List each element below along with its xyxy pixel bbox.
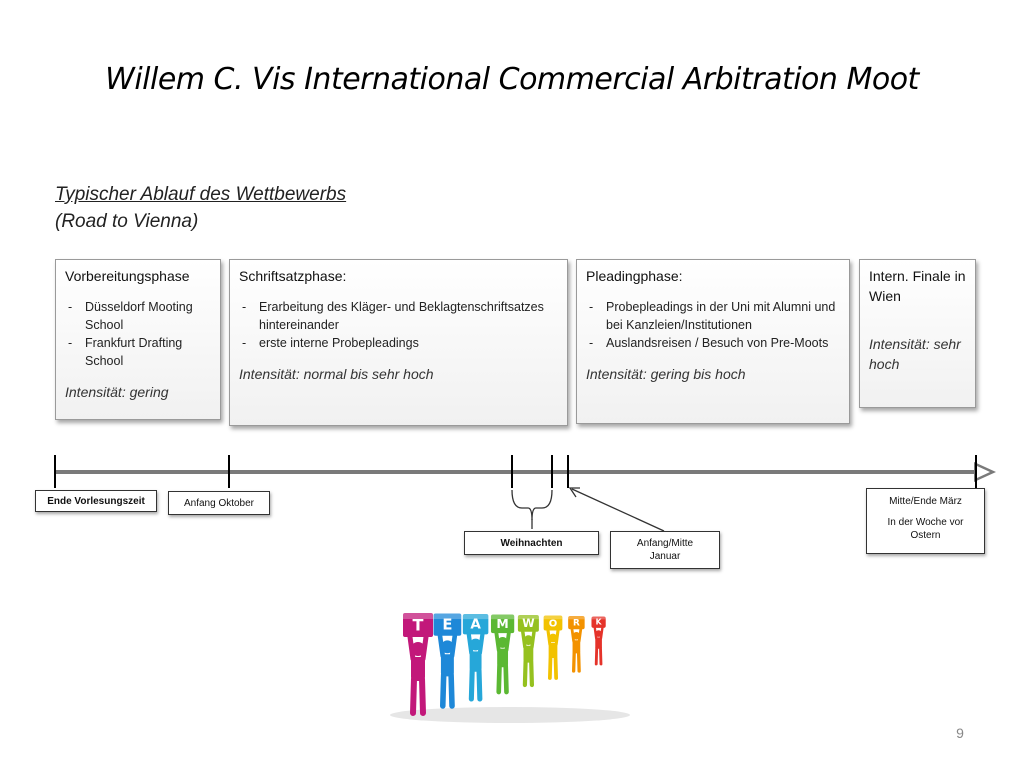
phase-item: erste interne Probepleadings bbox=[239, 334, 558, 352]
label-text: Mitte/Ende März bbox=[889, 496, 962, 507]
timeline-arrow-icon bbox=[974, 462, 996, 482]
timeline-tick bbox=[551, 455, 553, 488]
teamwork-letter: A bbox=[470, 617, 481, 633]
phase-box-schriftsatz: Schriftsatzphase: Erarbeitung des Kläger… bbox=[229, 259, 568, 426]
phase-title: Pleadingphase: bbox=[586, 268, 683, 284]
phase-item: Erarbeitung des Kläger- und Beklagtensch… bbox=[239, 298, 558, 334]
phase-intensity: Intensität: normal bis sehr hoch bbox=[239, 366, 434, 382]
teamwork-letter: M bbox=[496, 616, 508, 631]
phase-item: Probepleadings in der Uni mit Alumni und… bbox=[586, 298, 840, 334]
phase-box-finale: Intern. Finale in Wien Intensität: sehr … bbox=[859, 259, 976, 408]
label-text: Januar bbox=[649, 551, 681, 562]
label-anfang-oktober: Anfang Oktober bbox=[168, 491, 270, 515]
phase-title: Vorbereitungsphase bbox=[65, 268, 190, 284]
label-mitte-ende-maerz: Mitte/Ende März In der Woche vor Ostern bbox=[866, 488, 985, 554]
teamwork-figure: A bbox=[462, 614, 489, 702]
teamwork-letter: W bbox=[522, 617, 534, 630]
phase-intensity: Intensität: gering bbox=[65, 384, 169, 400]
teamwork-letter: R bbox=[573, 619, 580, 629]
teamwork-figure: O bbox=[543, 615, 563, 680]
phase-item-list: Probepleadings in der Uni mit Alumni und… bbox=[586, 298, 840, 352]
label-text: Anfang/Mitte bbox=[636, 538, 694, 549]
teamwork-letter: T bbox=[413, 615, 424, 634]
phase-title: Intern. Finale in Wien bbox=[869, 268, 966, 304]
phase-item-list: Düsseldorf Mooting School Frankfurt Draf… bbox=[65, 298, 211, 370]
label-weihnachten: Weihnachten bbox=[464, 531, 599, 555]
timeline-tick bbox=[54, 455, 56, 488]
teamwork-letter: K bbox=[596, 618, 603, 627]
teamwork-letter: E bbox=[442, 616, 452, 633]
timeline-tick bbox=[567, 455, 569, 488]
phase-box-pleading: Pleadingphase: Probepleadings in der Uni… bbox=[576, 259, 850, 424]
phase-box-vorbereitung: Vorbereitungsphase Düsseldorf Mooting Sc… bbox=[55, 259, 221, 420]
label-text: Anfang Oktober bbox=[183, 497, 255, 509]
teamwork-figure: K bbox=[591, 616, 606, 666]
phase-title: Schriftsatzphase: bbox=[239, 268, 347, 284]
teamwork-figure: E bbox=[433, 613, 462, 709]
teamwork-figure: W bbox=[517, 615, 539, 688]
phase-item: Auslandsreisen / Besuch von Pre-Moots bbox=[586, 334, 840, 352]
page-number: 9 bbox=[956, 725, 964, 741]
subtitle: Typischer Ablauf des Wettbewerbs (Road t… bbox=[55, 181, 346, 235]
label-anfang-mitte-januar: Anfang/Mitte Januar bbox=[610, 531, 720, 569]
phase-intensity: Intensität: sehr hoch bbox=[869, 336, 961, 372]
label-text: Weihnachten bbox=[500, 537, 563, 549]
timeline-line bbox=[55, 470, 975, 474]
slide-title: Willem C. Vis International Commercial A… bbox=[105, 62, 919, 97]
phase-item: Düsseldorf Mooting School bbox=[65, 298, 211, 334]
label-text: In der Woche vor bbox=[887, 517, 964, 528]
teamwork-figure: M bbox=[490, 614, 515, 695]
teamwork-letter: O bbox=[549, 618, 558, 629]
timeline-tick bbox=[975, 455, 977, 488]
subtitle-line-1: Typischer Ablauf des Wettbewerbs bbox=[55, 184, 347, 205]
timeline-tick bbox=[511, 455, 513, 488]
phase-intensity: Intensität: gering bis hoch bbox=[586, 366, 746, 382]
label-text: Ostern bbox=[910, 530, 941, 541]
teamwork-figure: T bbox=[403, 613, 433, 716]
label-text: Ende Vorlesungszeit bbox=[47, 495, 145, 507]
subtitle-line-2: (Road to Vienna) bbox=[55, 211, 199, 232]
timeline-tick bbox=[228, 455, 230, 488]
label-ende-vorlesungszeit: Ende Vorlesungszeit bbox=[35, 490, 157, 512]
phase-item: Frankfurt Drafting School bbox=[65, 334, 211, 370]
phase-item-list: Erarbeitung des Kläger- und Beklagtensch… bbox=[239, 298, 558, 352]
teamwork-figure: R bbox=[568, 616, 585, 673]
